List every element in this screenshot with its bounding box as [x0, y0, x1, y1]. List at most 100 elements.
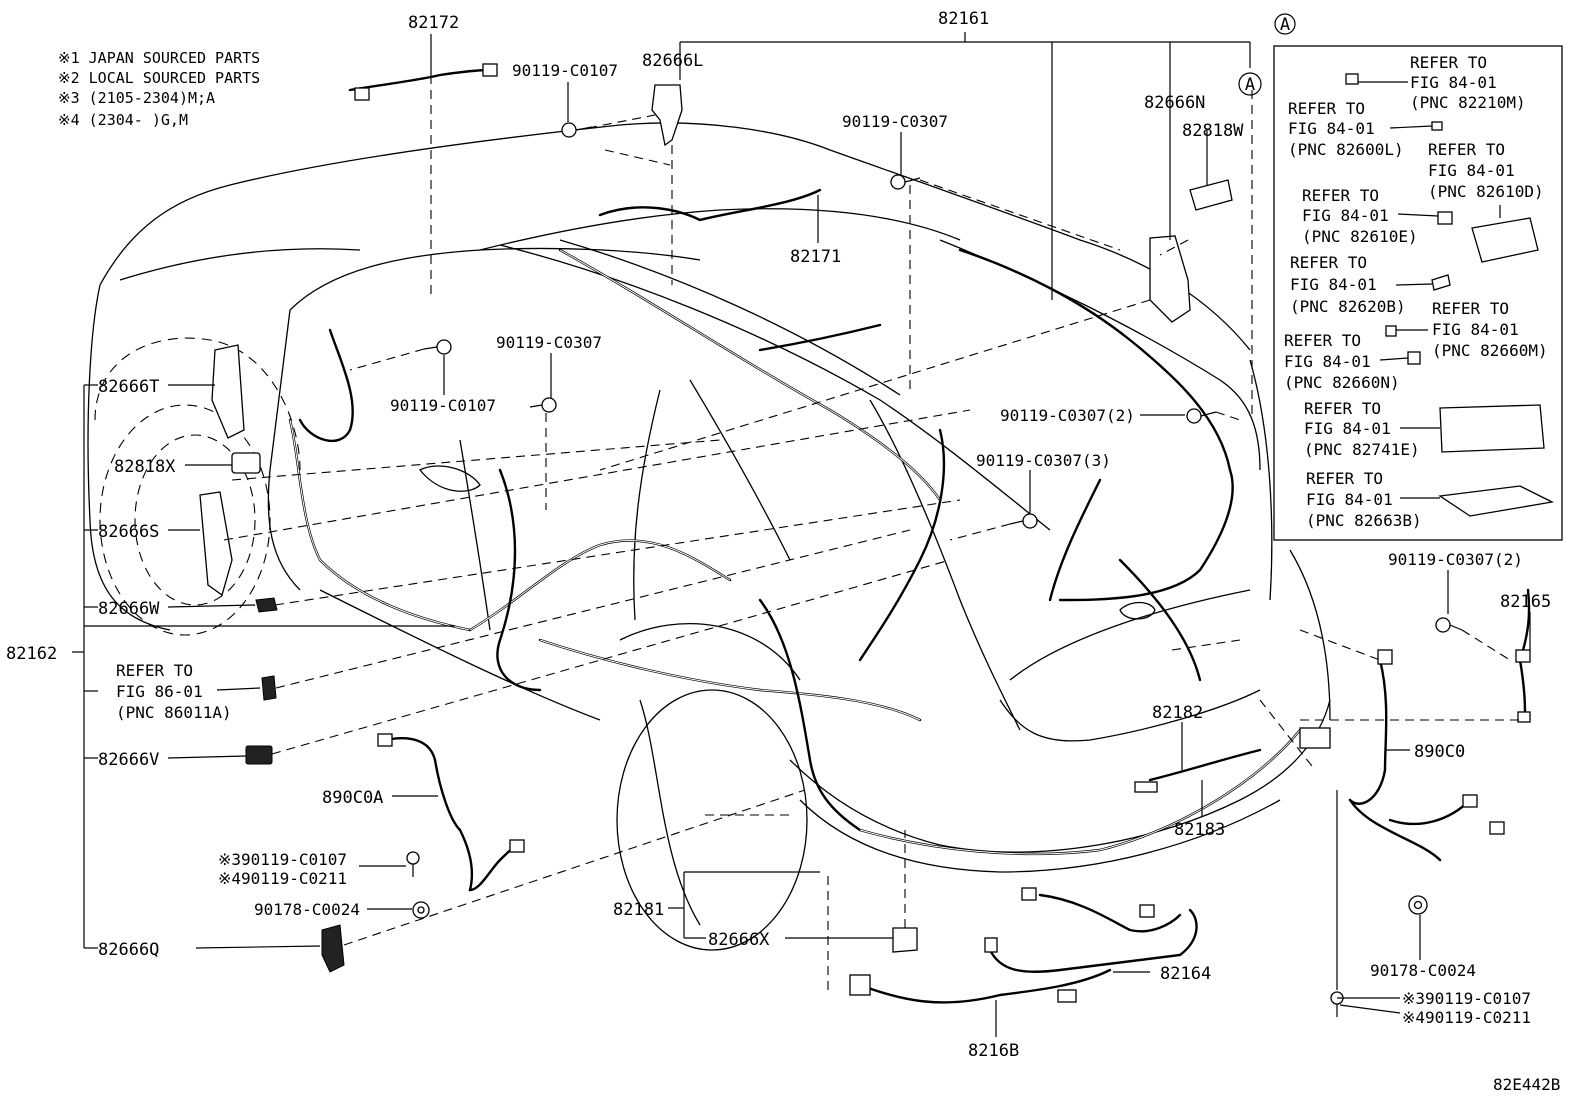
- refer-82660M: REFER TO FIG 84-01 (PNC 82660M): [1432, 299, 1548, 360]
- callout-marker-body: A: [1238, 72, 1262, 96]
- svg-text:(PNC 86011A): (PNC 86011A): [116, 703, 232, 722]
- svg-text:REFER TO: REFER TO: [1302, 186, 1379, 205]
- label-bolt-4-0211-left: ※490119-C0211: [218, 869, 347, 888]
- label-890C0: 890C0: [1414, 742, 1465, 762]
- svg-text:FIG 86-01: FIG 86-01: [116, 682, 203, 701]
- svg-text:(PNC 82210M): (PNC 82210M): [1410, 93, 1526, 112]
- svg-text:FIG 84-01: FIG 84-01: [1302, 206, 1389, 225]
- refer-82620B: REFER TO FIG 84-01 (PNC 82620B): [1290, 253, 1406, 316]
- refer-82610E: REFER TO FIG 84-01 (PNC 82610E): [1302, 186, 1418, 246]
- label-82666W: 82666W: [98, 599, 160, 619]
- bolt-icon: [423, 339, 452, 355]
- note-3: ※3 (2105-2304)M;A: [58, 89, 215, 107]
- refer-82663B: REFER TO FIG 84-01 (PNC 82663B): [1306, 469, 1422, 530]
- svg-text:REFER TO: REFER TO: [1304, 399, 1381, 418]
- note-4: ※4 (2304- )G,M: [58, 111, 188, 129]
- label-82181: 82181: [613, 900, 664, 920]
- svg-text:REFER TO: REFER TO: [1432, 299, 1509, 318]
- label-82666Q: 82666Q: [98, 940, 159, 960]
- footnotes: ※1 JAPAN SOURCED PARTS ※2 LOCAL SOURCED …: [58, 49, 260, 129]
- refer-left: REFER TO FIG 86-01 (PNC 86011A): [116, 661, 232, 722]
- label-bolt-0307-2-right: 90119-C0307(2): [1388, 550, 1523, 569]
- label-bolt-3-0107-right: ※390119-C0107: [1402, 989, 1531, 1008]
- nut-icon: [1408, 895, 1428, 915]
- callout-marker-top: A: [1274, 13, 1296, 35]
- label-82666L: 82666L: [642, 51, 703, 71]
- label-82666S: 82666S: [98, 522, 159, 542]
- label-82165: 82165: [1500, 592, 1551, 612]
- bolt-icon: [890, 174, 921, 190]
- label-nut-0024-right: 90178-C0024: [1370, 961, 1476, 980]
- label-82666N: 82666N: [1144, 93, 1205, 113]
- svg-text:REFER TO: REFER TO: [1428, 140, 1505, 159]
- refer-box-entries: REFER TO FIG 84-01 (PNC 82210M) REFER TO…: [1284, 53, 1548, 530]
- bolt-icon: [406, 851, 420, 877]
- svg-text:REFER TO: REFER TO: [1306, 469, 1383, 488]
- figure-code: 82E442B: [1493, 1075, 1560, 1094]
- label-82666X: 82666X: [708, 930, 770, 950]
- fastener-labels: 90119-C0107 90119-C0307 90119-C0307 9011…: [218, 61, 1531, 1027]
- bolt-icon: [529, 397, 557, 413]
- svg-text:(PNC 82660N): (PNC 82660N): [1284, 373, 1400, 392]
- bolt-icon: [1186, 408, 1217, 424]
- label-82818X: 82818X: [114, 457, 176, 477]
- label-bolt-0307-3: 90119-C0307(3): [976, 451, 1111, 470]
- wire-harness: [288, 68, 1531, 1004]
- label-bolt-0307-2: 90119-C0307(2): [1000, 406, 1135, 425]
- label-82171: 82171: [790, 247, 841, 267]
- svg-text:FIG 84-01: FIG 84-01: [1284, 352, 1371, 371]
- label-bolt-0307-mid: 90119-C0307: [496, 333, 602, 352]
- label-bolt-0107-mid: 90119-C0107: [390, 396, 496, 415]
- label-82183: 82183: [1174, 820, 1225, 840]
- svg-text:(PNC 82600L): (PNC 82600L): [1288, 140, 1404, 159]
- svg-text:FIG 84-01: FIG 84-01: [1290, 275, 1377, 294]
- svg-text:FIG 84-01: FIG 84-01: [1428, 161, 1515, 180]
- refer-82660N: REFER TO FIG 84-01 (PNC 82660N): [1284, 331, 1400, 392]
- label-bolt-3-0107-left: ※390119-C0107: [218, 850, 347, 869]
- svg-text:FIG 84-01: FIG 84-01: [1304, 419, 1391, 438]
- svg-text:REFER TO: REFER TO: [116, 661, 193, 680]
- svg-text:(PNC 82660M): (PNC 82660M): [1432, 341, 1548, 360]
- bolt-icon: [561, 122, 593, 138]
- svg-text:(PNC 82663B): (PNC 82663B): [1306, 511, 1422, 530]
- note-1: ※1 JAPAN SOURCED PARTS: [58, 49, 260, 67]
- svg-text:FIG 84-01: FIG 84-01: [1432, 320, 1519, 339]
- location-lines: [223, 75, 1525, 990]
- nut-icon: [412, 901, 430, 919]
- note-2: ※2 LOCAL SOURCED PARTS: [58, 69, 260, 87]
- svg-text:FIG 84-01: FIG 84-01: [1306, 490, 1393, 509]
- label-82164: 82164: [1160, 964, 1211, 984]
- bolt-icon: [1435, 617, 1463, 633]
- reference-box: [1273, 45, 1563, 541]
- svg-text:A: A: [1245, 75, 1255, 95]
- svg-text:REFER TO: REFER TO: [1288, 99, 1365, 118]
- label-8216B: 8216B: [968, 1041, 1019, 1061]
- parts: [199, 63, 1531, 1017]
- vehicle-body: [87, 122, 1331, 951]
- part-labels: 82172 82161 82666L 82666N 82818W 82171 8…: [6, 9, 1551, 1061]
- label-bolt-0107-top: 90119-C0107: [512, 61, 618, 80]
- svg-text:(PNC 82610D): (PNC 82610D): [1428, 182, 1544, 201]
- label-82666T: 82666T: [98, 377, 159, 397]
- label-bolt-4-0211-right: ※490119-C0211: [1402, 1008, 1531, 1027]
- svg-text:FIG 84-01: FIG 84-01: [1410, 73, 1497, 92]
- label-82182: 82182: [1152, 703, 1203, 723]
- refer-82600L: REFER TO FIG 84-01 (PNC 82600L): [1288, 99, 1404, 159]
- label-bolt-0307-top: 90119-C0307: [842, 112, 948, 131]
- bolt-icon: [1009, 513, 1038, 529]
- label-890C0A: 890C0A: [322, 788, 383, 808]
- label-nut-0024-left: 90178-C0024: [254, 900, 360, 919]
- svg-text:REFER TO: REFER TO: [1290, 253, 1367, 272]
- svg-text:(PNC 82741E): (PNC 82741E): [1304, 440, 1420, 459]
- svg-text:(PNC 82620B): (PNC 82620B): [1290, 297, 1406, 316]
- refer-82210M: REFER TO FIG 84-01 (PNC 82210M): [1410, 53, 1526, 112]
- bolt-icon: [1330, 991, 1344, 1017]
- svg-text:A: A: [1280, 15, 1290, 35]
- label-82818W: 82818W: [1182, 121, 1244, 141]
- leader-lines: [72, 32, 1531, 1037]
- svg-text:FIG 84-01: FIG 84-01: [1288, 119, 1375, 138]
- label-82162: 82162: [6, 644, 57, 664]
- refer-82610D: REFER TO FIG 84-01 (PNC 82610D): [1428, 140, 1544, 201]
- svg-text:(PNC 82610E): (PNC 82610E): [1302, 227, 1418, 246]
